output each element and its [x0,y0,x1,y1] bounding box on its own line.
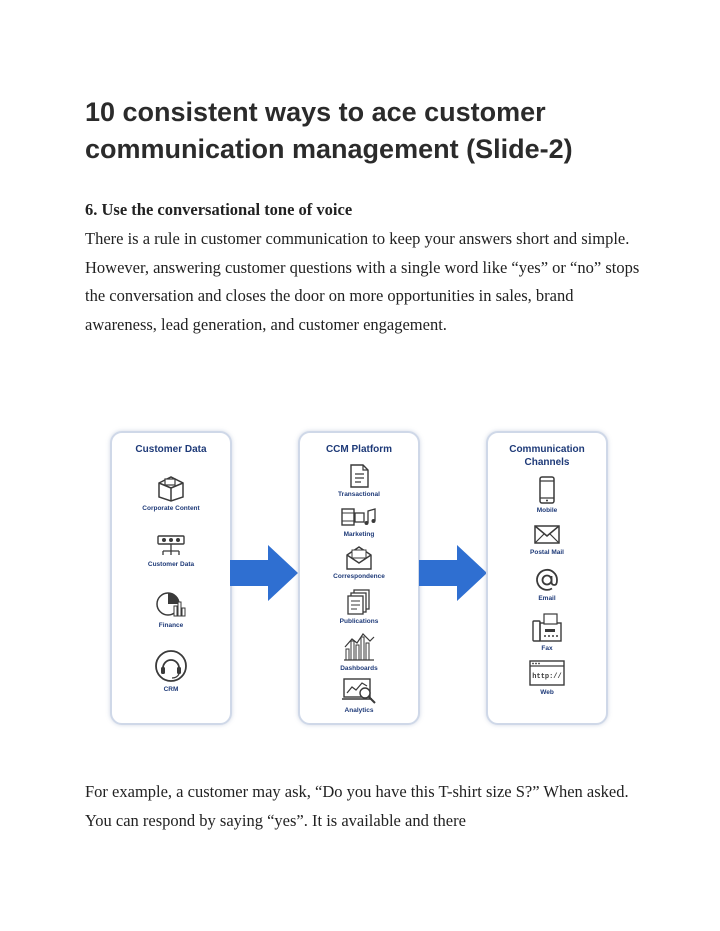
corporate-content-item: Corporate Content [112,473,230,513]
pie-chart-icon [156,592,186,617]
channels-title: Communication Channels [509,444,585,468]
network-icon [157,535,185,555]
url-text: http:// [532,673,561,681]
mobile-item: Mobile [488,475,606,515]
publications-item: Publications [300,588,418,626]
bar-chart-icon [344,633,375,661]
body-paragraph-1: There is a rule in customer communicatio… [85,229,640,334]
body-paragraph-2: For example, a customer may ask, “Do you… [85,782,629,830]
crm-item: CRM [112,648,230,694]
section-heading: 6. Use the conversational tone of voice [85,200,353,219]
marketing-item: Marketing [300,505,418,539]
analytics-item: Analytics [300,677,418,715]
fax-item: Fax [488,611,606,653]
customer-data-item: Customer Data [112,533,230,569]
at-icon [536,568,558,591]
channels-panel: Communication Channels Mobile Postal Mai… [486,431,608,725]
dashboards-item: Dashboards [300,631,418,673]
phone-icon [539,476,555,504]
email-item: Email [488,567,606,603]
fax-icon [532,613,562,642]
transactional-item: Transactional [300,463,418,499]
browser-icon: http:// [529,660,565,686]
customer-data-title: Customer Data [135,444,207,455]
box-icon [158,476,184,502]
ccm-platform-panel: CCM Platform Transactional Marketing [298,431,420,725]
correspondence-item: Correspondence [300,545,418,581]
analytics-icon [342,678,376,704]
ccm-platform-title: CCM Platform [325,444,393,455]
flow-arrow-2 [419,545,487,601]
finance-item: Finance [112,588,230,630]
media-icon [341,508,376,526]
headset-icon [155,650,187,682]
document-icon [350,464,369,488]
customer-data-panel: Customer Data Corporate Content Customer… [110,431,232,725]
flow-arrow-1 [230,545,298,601]
mail-icon [534,525,560,544]
postal-mail-item: Postal Mail [488,521,606,557]
ccm-diagram: Customer Data Corporate Content Customer… [100,425,620,730]
page-title: 10 consistent ways to ace customer commu… [85,97,573,164]
web-item: http:// Web [488,659,606,697]
pages-icon [347,589,370,615]
envelope-icon [346,546,372,570]
